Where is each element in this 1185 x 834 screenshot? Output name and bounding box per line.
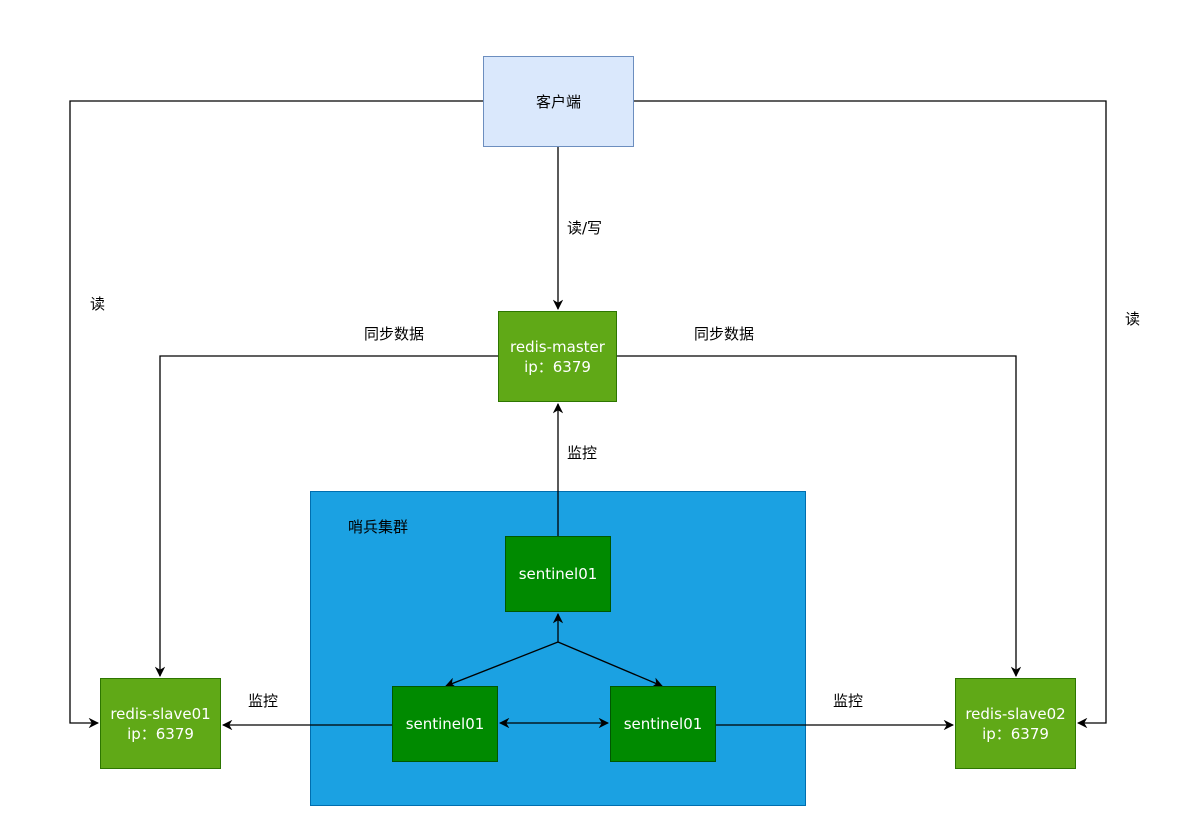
edge-master-slave02-sync [617,355,1022,678]
edge-junction-sentinel-right [557,641,663,688]
sentinel-left-label: sentinel01 [405,715,485,733]
edge-label-monitor-slave02: 监控 [833,692,864,710]
edge-master-slave01-sync [154,355,498,678]
sentinel-right-label: sentinel01 [623,715,703,733]
redis-master-node: redis-master ip：6379 [498,311,617,402]
sentinel-cluster-label: 哨兵集群 [348,518,409,536]
edge-label-read-right: 读 [1125,310,1141,328]
sentinel-top-node: sentinel01 [505,536,611,612]
edge-label-monitor-master: 监控 [567,444,598,462]
redis-master-name: redis-master [510,337,605,356]
edge-label-sync-right: 同步数据 [694,325,755,343]
redis-slave02-name: redis-slave02 [965,704,1066,723]
sentinel-right-node: sentinel01 [610,686,716,762]
edge-client-slave02 [634,100,1107,729]
client-label: 客户端 [535,93,581,111]
redis-slave01-name: redis-slave01 [110,704,211,723]
sentinel-top-label: sentinel01 [518,565,598,583]
edge-client-slave01 [69,100,483,729]
edge-label-read-left: 读 [90,295,106,313]
edge-junction-sentinel-left [445,641,559,688]
edge-label-monitor-slave01: 监控 [248,692,279,710]
redis-slave01-node: redis-slave01 ip：6379 [100,678,221,769]
redis-slave02-node: redis-slave02 ip：6379 [955,678,1076,769]
redis-master-ip: ip：6379 [524,357,591,376]
edge-label-sync-left: 同步数据 [364,325,425,343]
redis-slave02-ip: ip：6379 [982,724,1049,743]
sentinel-left-node: sentinel01 [392,686,498,762]
edge-label-read-write: 读/写 [567,219,603,237]
client-node: 客户端 [483,56,634,147]
redis-slave01-ip: ip：6379 [127,724,194,743]
